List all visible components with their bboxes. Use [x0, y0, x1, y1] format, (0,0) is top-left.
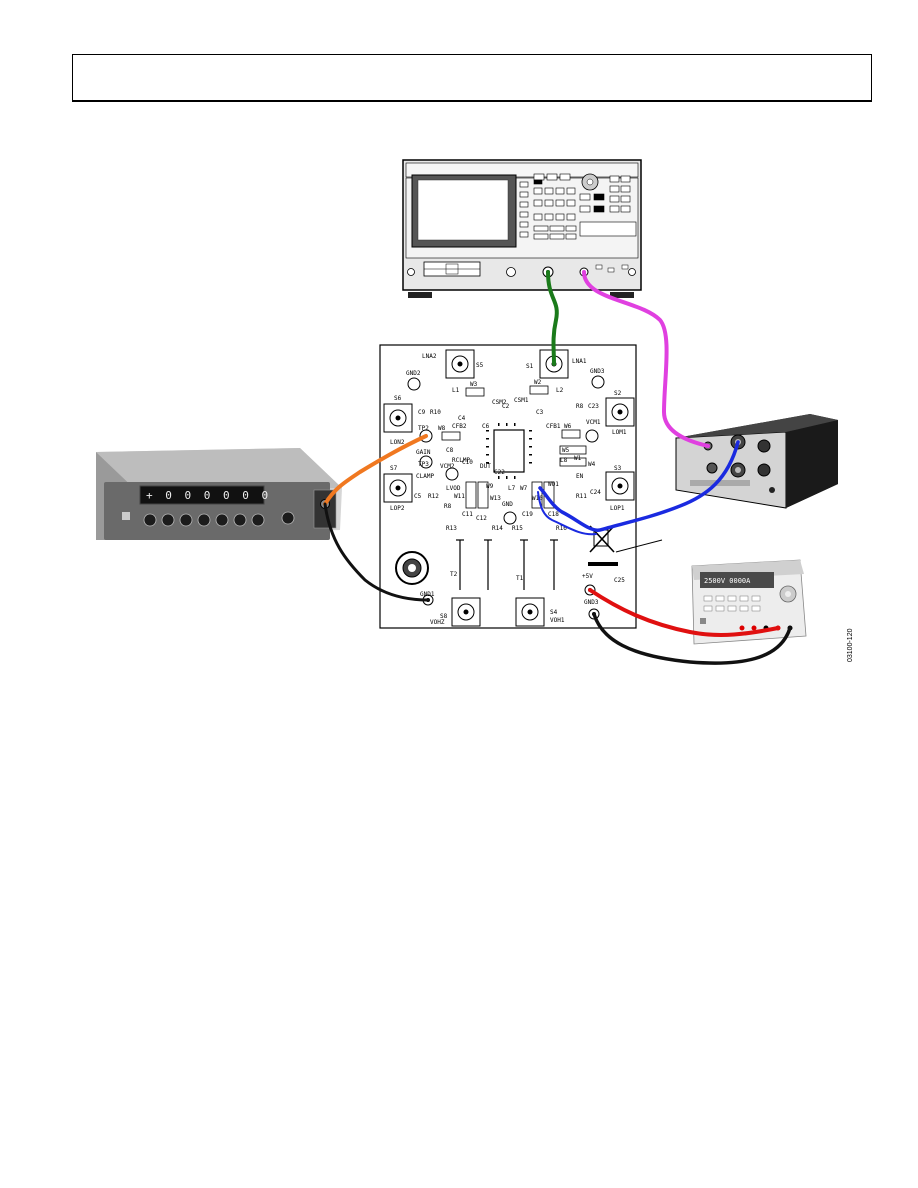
- pcb-label: C2: [502, 403, 510, 410]
- pcb-label: RCLMP: [452, 457, 470, 464]
- pcb-label: CLAMP: [416, 473, 434, 480]
- pulse-generator: [675, 414, 838, 509]
- black-cable-counter: [323, 502, 430, 602]
- pcb-label: S3: [614, 465, 622, 472]
- pcb-label: S1: [526, 363, 534, 370]
- pcb-label: T2: [450, 571, 458, 578]
- orange-cable: [323, 434, 428, 506]
- pcb-label: GND3: [584, 599, 599, 606]
- pcb-label: GND: [502, 501, 513, 508]
- pcb-label: C6: [482, 423, 490, 430]
- pcb-label: R13: [446, 525, 457, 532]
- pcb-label: C5: [414, 493, 422, 500]
- pcb-label: R14: [492, 525, 503, 532]
- pcb-label: C9: [418, 409, 426, 416]
- red-cable: [588, 588, 780, 637]
- pcb-label: GND3: [590, 368, 605, 375]
- pcb-label: C18: [548, 511, 559, 518]
- pcb-label: C12: [476, 515, 487, 522]
- pcb-label: CFB2: [452, 423, 467, 430]
- pcb-label: W6: [564, 423, 572, 430]
- evaluation-board: LNA2 S5 S1 LNA1 GND3 GND2 L1 W3 W2 L2 S6…: [379, 344, 663, 629]
- pcb-label: C24: [590, 489, 601, 496]
- pcb-label: W8: [438, 425, 446, 432]
- blue-cable: [538, 440, 740, 532]
- pcb-label: W3: [470, 381, 478, 388]
- black-cable-supply: [592, 612, 792, 665]
- pcb-label: TP2: [418, 425, 429, 432]
- pcb-label: GND1: [420, 591, 435, 598]
- pcb-label: C11: [462, 511, 473, 518]
- pcb-label: W1: [574, 455, 582, 462]
- green-cable: [546, 270, 559, 366]
- pcb-label: S6: [394, 395, 402, 402]
- pcb-label: DUT: [480, 463, 491, 470]
- pcb-label: W13: [490, 495, 501, 502]
- dc-power-supply: 2500V 0000A: [691, 559, 807, 645]
- pcb-label: T1: [516, 575, 524, 582]
- pcb-label: S5: [476, 362, 484, 369]
- pcb-label: L1: [452, 387, 460, 394]
- pcb-label: L8: [560, 457, 568, 464]
- pcb-label: CFB1: [546, 423, 561, 430]
- network-analyzer: [402, 159, 642, 298]
- pcb-label: +5V: [582, 573, 593, 580]
- pcb-label: R16: [556, 525, 567, 532]
- pcb-label: R15: [512, 525, 523, 532]
- pcb-label: TP3: [418, 461, 429, 468]
- pcb-label: W7: [520, 485, 528, 492]
- pcb-label: LNA2: [422, 353, 437, 360]
- pcb-label: C19: [522, 511, 533, 518]
- pcb-label: WO1: [548, 481, 559, 488]
- pcb-silkscreen-labels: LNA2 S5 S1 LNA1 GND3 GND2 L1 W3 W2 L2 S6…: [390, 353, 627, 626]
- pcb-label: LOP1: [610, 505, 625, 512]
- pcb-label: CSM2: [492, 399, 507, 406]
- pcb-label: C8: [446, 447, 454, 454]
- pcb-label: S8: [440, 613, 448, 620]
- pcb-label: VOHZ: [430, 619, 445, 626]
- pcb-label: S4: [550, 609, 558, 616]
- pcb-label: GAIN: [416, 449, 431, 456]
- pcb-label: VCM1: [586, 419, 601, 426]
- pcb-label: W10: [532, 495, 543, 502]
- pcb-label: LVOD: [446, 485, 461, 492]
- pcb-label: C3: [536, 409, 544, 416]
- pcb-label: W2: [534, 379, 542, 386]
- pcb-label: C22: [494, 469, 505, 476]
- pcb-label: S7: [390, 465, 398, 472]
- pcb-label: L7: [508, 485, 516, 492]
- pcb-label: LOP2: [390, 505, 405, 512]
- power-supply-readout: 2500V 0000A: [704, 577, 751, 585]
- pcb-label: R12: [428, 493, 439, 500]
- pcb-label: GND2: [406, 370, 421, 377]
- pcb-label: W11: [454, 493, 465, 500]
- pcb-label: C10: [462, 459, 473, 466]
- frequency-counter: + 0 0 0 0 0 0: [96, 448, 342, 540]
- pcb-label: EN: [576, 473, 584, 480]
- pcb-label: W5: [562, 447, 570, 454]
- pcb-label: VCM2: [440, 463, 455, 470]
- pcb-label: R10: [430, 409, 441, 416]
- pcb-label: VOH1: [550, 617, 565, 624]
- pcb-label: R8: [444, 503, 452, 510]
- pcb-label: W9: [486, 483, 494, 490]
- pcb-label: CSM1: [514, 397, 529, 404]
- pcb-label: R11: [576, 493, 587, 500]
- magenta-cable: [582, 270, 710, 448]
- pcb-label: R8: [576, 403, 584, 410]
- cables: [323, 270, 792, 665]
- pcb-label: C23: [588, 403, 599, 410]
- pcb-label: LNA1: [572, 358, 587, 365]
- pcb-label: LOM1: [612, 429, 627, 436]
- counter-display-readout: + 0 0 0 0 0 0: [146, 489, 271, 502]
- pcb-label: W4: [588, 461, 596, 468]
- pcb-label: C25: [614, 577, 625, 584]
- page-header-box: [72, 54, 872, 102]
- figure-id: 03100-120: [847, 628, 854, 662]
- pcb-label: S2: [614, 390, 622, 397]
- pcb-label: LON2: [390, 439, 405, 446]
- pcb-label: L2: [556, 387, 564, 394]
- pcb-label: C4: [458, 415, 466, 422]
